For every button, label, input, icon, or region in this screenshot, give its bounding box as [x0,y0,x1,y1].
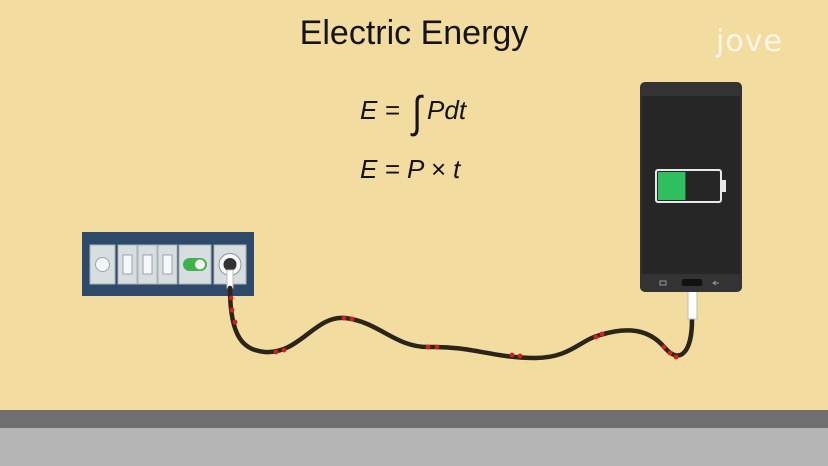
floor-edge [0,410,828,428]
rocker-switch-3[interactable] [157,244,178,285]
switch-board [82,232,254,296]
battery-level [658,172,686,200]
toggle-switch[interactable] [178,244,212,285]
integral-equation: E = ∫Pdt [360,88,467,137]
jove-logo: jove [716,24,783,59]
page-title: Electric Energy [299,14,529,52]
integral-rhs: Pdt [427,95,467,125]
rocker-switch-1[interactable] [117,244,138,285]
return-arrow-icon[interactable] [712,280,719,286]
cable-marks [228,295,679,360]
round-socket-plate [89,244,116,285]
integral-symbol: ∫ [412,88,422,137]
product-equation: E = P × t [360,154,461,184]
integral-lhs: E = [360,95,400,125]
battery-icon [655,169,726,203]
back-button-icon[interactable] [659,280,667,286]
charging-cable [227,285,698,361]
power-outlet [213,244,247,289]
floor [0,428,828,466]
rocker-switch-2[interactable] [137,244,158,285]
smartphone [640,82,742,292]
